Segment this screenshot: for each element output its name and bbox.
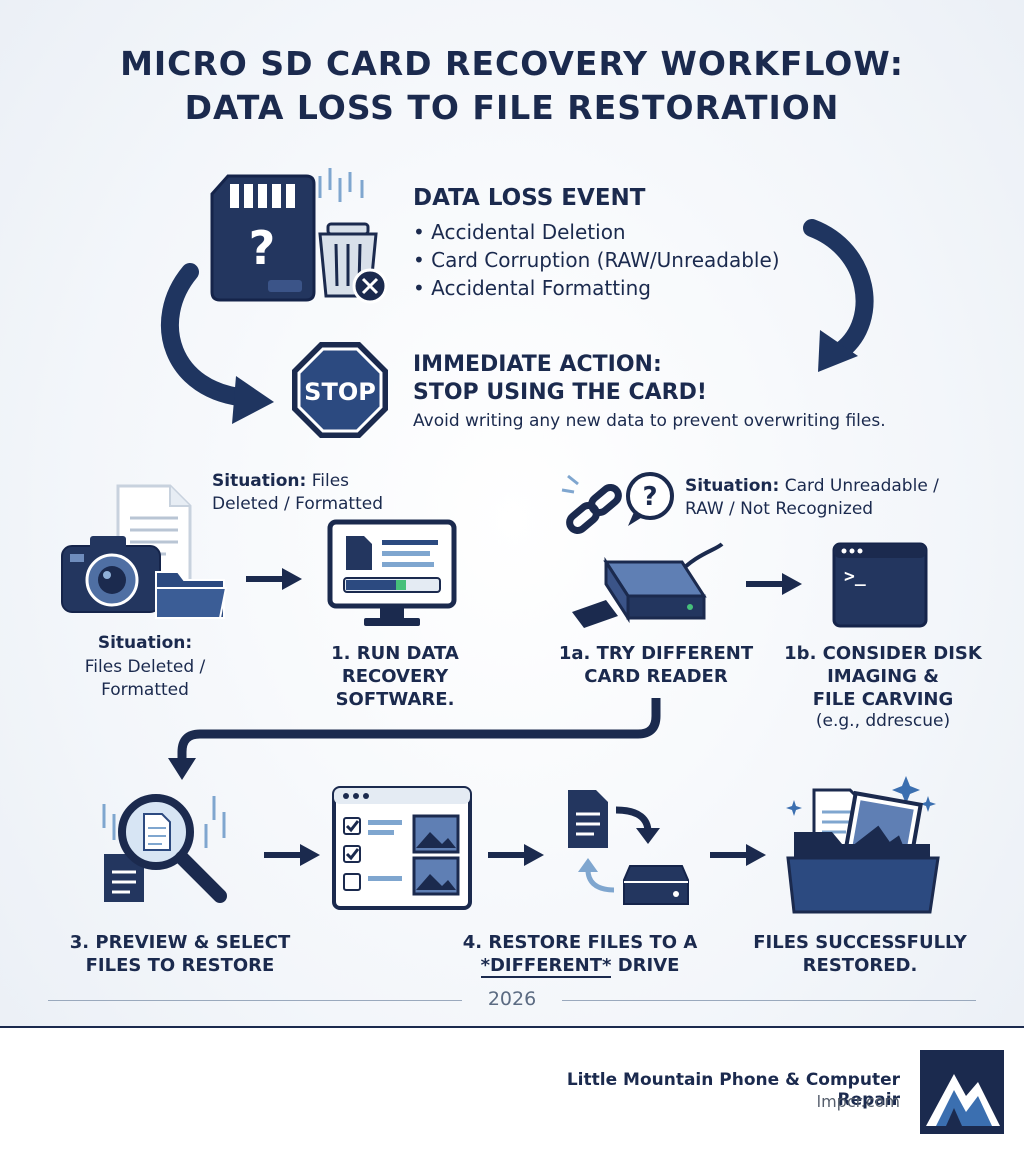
step-4-line-2-rest: DRIVE bbox=[611, 955, 680, 976]
question-bubble-icon: ? bbox=[626, 472, 674, 526]
camera-icon bbox=[61, 536, 161, 613]
terminal-prompt: >_ bbox=[844, 566, 866, 587]
arrow-right-icon bbox=[246, 568, 302, 590]
folder-icon bbox=[155, 571, 228, 619]
step-5-line-2: RESTORED. bbox=[802, 955, 918, 976]
data-loss-item: Accidental Deletion bbox=[413, 218, 780, 246]
arrow-right-icon bbox=[746, 573, 802, 595]
immediate-note: Avoid writing any new data to prevent ov… bbox=[413, 411, 886, 431]
folder-files-icon bbox=[786, 776, 940, 914]
step-1b-line-2: IMAGING & bbox=[827, 666, 939, 687]
step-1b-note: (e.g., ddrescue) bbox=[815, 711, 951, 731]
situation-label: Situation: bbox=[97, 633, 193, 653]
situation-a-top: Situation: Files bbox=[212, 470, 349, 493]
stop-sign-text: STOP bbox=[304, 378, 376, 406]
year-label: 2026 bbox=[487, 988, 537, 1010]
step-1b-line-3: FILE CARVING bbox=[812, 689, 954, 710]
logo-icon bbox=[920, 1050, 1004, 1134]
sd-card-question-icon: ? bbox=[210, 174, 316, 302]
footer-brand: Little Mountain Phone & Computer Repair bbox=[566, 1070, 900, 1110]
stop-sign-icon: STOP bbox=[292, 342, 388, 438]
situation-b-line-2: RAW / Not Recognized bbox=[685, 499, 874, 519]
page-title-line-1: MICRO SD CARD RECOVERY WORKFLOW: bbox=[120, 44, 904, 83]
immediate-heading-2: STOP USING THE CARD! bbox=[413, 380, 707, 405]
step-4-line-2: *DIFFERENT* DRIVE bbox=[430, 954, 730, 978]
page-title-line-2: DATA LOSS TO FILE RESTORATION bbox=[184, 88, 840, 127]
situation-text: Card Unreadable / bbox=[784, 476, 939, 496]
data-loss-list: Accidental Deletion Card Corruption (RAW… bbox=[413, 218, 780, 302]
camera-document-folder-group bbox=[61, 484, 228, 619]
step-3-line-1: 3. PREVIEW & SELECT bbox=[69, 932, 291, 953]
year-divider-left bbox=[48, 1000, 462, 1001]
data-loss-item: Accidental Formatting bbox=[413, 274, 780, 302]
monitor-icon bbox=[327, 519, 457, 626]
svg-text:?: ? bbox=[249, 221, 276, 275]
step-1b-line-1: 1b. CONSIDER DISK bbox=[784, 643, 982, 664]
situation-text: Files bbox=[311, 471, 350, 491]
step-4-emphasis: *DIFFERENT* bbox=[480, 955, 612, 978]
step-1-line-1: 1. RUN DATA bbox=[331, 643, 459, 664]
immediate-heading-1: IMMEDIATE ACTION: bbox=[413, 352, 662, 377]
arrow-right-icon bbox=[264, 844, 320, 866]
card-reader-icon bbox=[572, 542, 724, 628]
situation-label: Situation: bbox=[685, 476, 780, 496]
situation-a-bottom: Situation: bbox=[60, 632, 230, 655]
step-1-line-2: RECOVERY SOFTWARE. bbox=[335, 666, 455, 710]
step-4-line-1: 4. RESTORE FILES TO A bbox=[462, 932, 698, 953]
broken-link-icon: ? bbox=[561, 472, 674, 534]
situation-a-bottom-line-1: Files Deleted / bbox=[84, 657, 206, 677]
step-3-line-2: FILES TO RESTORE bbox=[85, 955, 275, 976]
situation-a-bottom-line-2: Formatted bbox=[101, 680, 189, 700]
step-1a-line-1: 1a. TRY DIFFERENT bbox=[558, 643, 754, 664]
step-5-line-1: FILES SUCCESSFULLY bbox=[753, 932, 967, 953]
arrow-right-icon bbox=[488, 844, 544, 866]
magnifier-icon bbox=[102, 794, 227, 903]
trash-x-icon bbox=[318, 168, 388, 304]
situation-b: Situation: Card Unreadable / bbox=[685, 475, 939, 498]
svg-text:?: ? bbox=[642, 482, 657, 512]
year-divider-right bbox=[562, 1000, 976, 1001]
situation-label: Situation: bbox=[212, 471, 307, 491]
connector-arrow bbox=[168, 698, 661, 780]
step-1a-line-2: CARD READER bbox=[584, 666, 728, 687]
file-selection-window-icon bbox=[332, 786, 472, 910]
terminal-icon: >_ bbox=[832, 542, 928, 628]
file-list-icon bbox=[104, 854, 144, 902]
footer bbox=[0, 1026, 1024, 1156]
file-transfer-icon bbox=[568, 790, 689, 905]
situation-a-top-line-2: Deleted / Formatted bbox=[212, 494, 384, 514]
arrow-right-icon bbox=[710, 844, 766, 866]
flow-arrows-top bbox=[160, 219, 874, 424]
footer-site[interactable]: lmpcr.com bbox=[816, 1092, 900, 1111]
data-loss-item: Card Corruption (RAW/Unreadable) bbox=[413, 246, 779, 274]
data-loss-heading: DATA LOSS EVENT bbox=[413, 185, 646, 211]
